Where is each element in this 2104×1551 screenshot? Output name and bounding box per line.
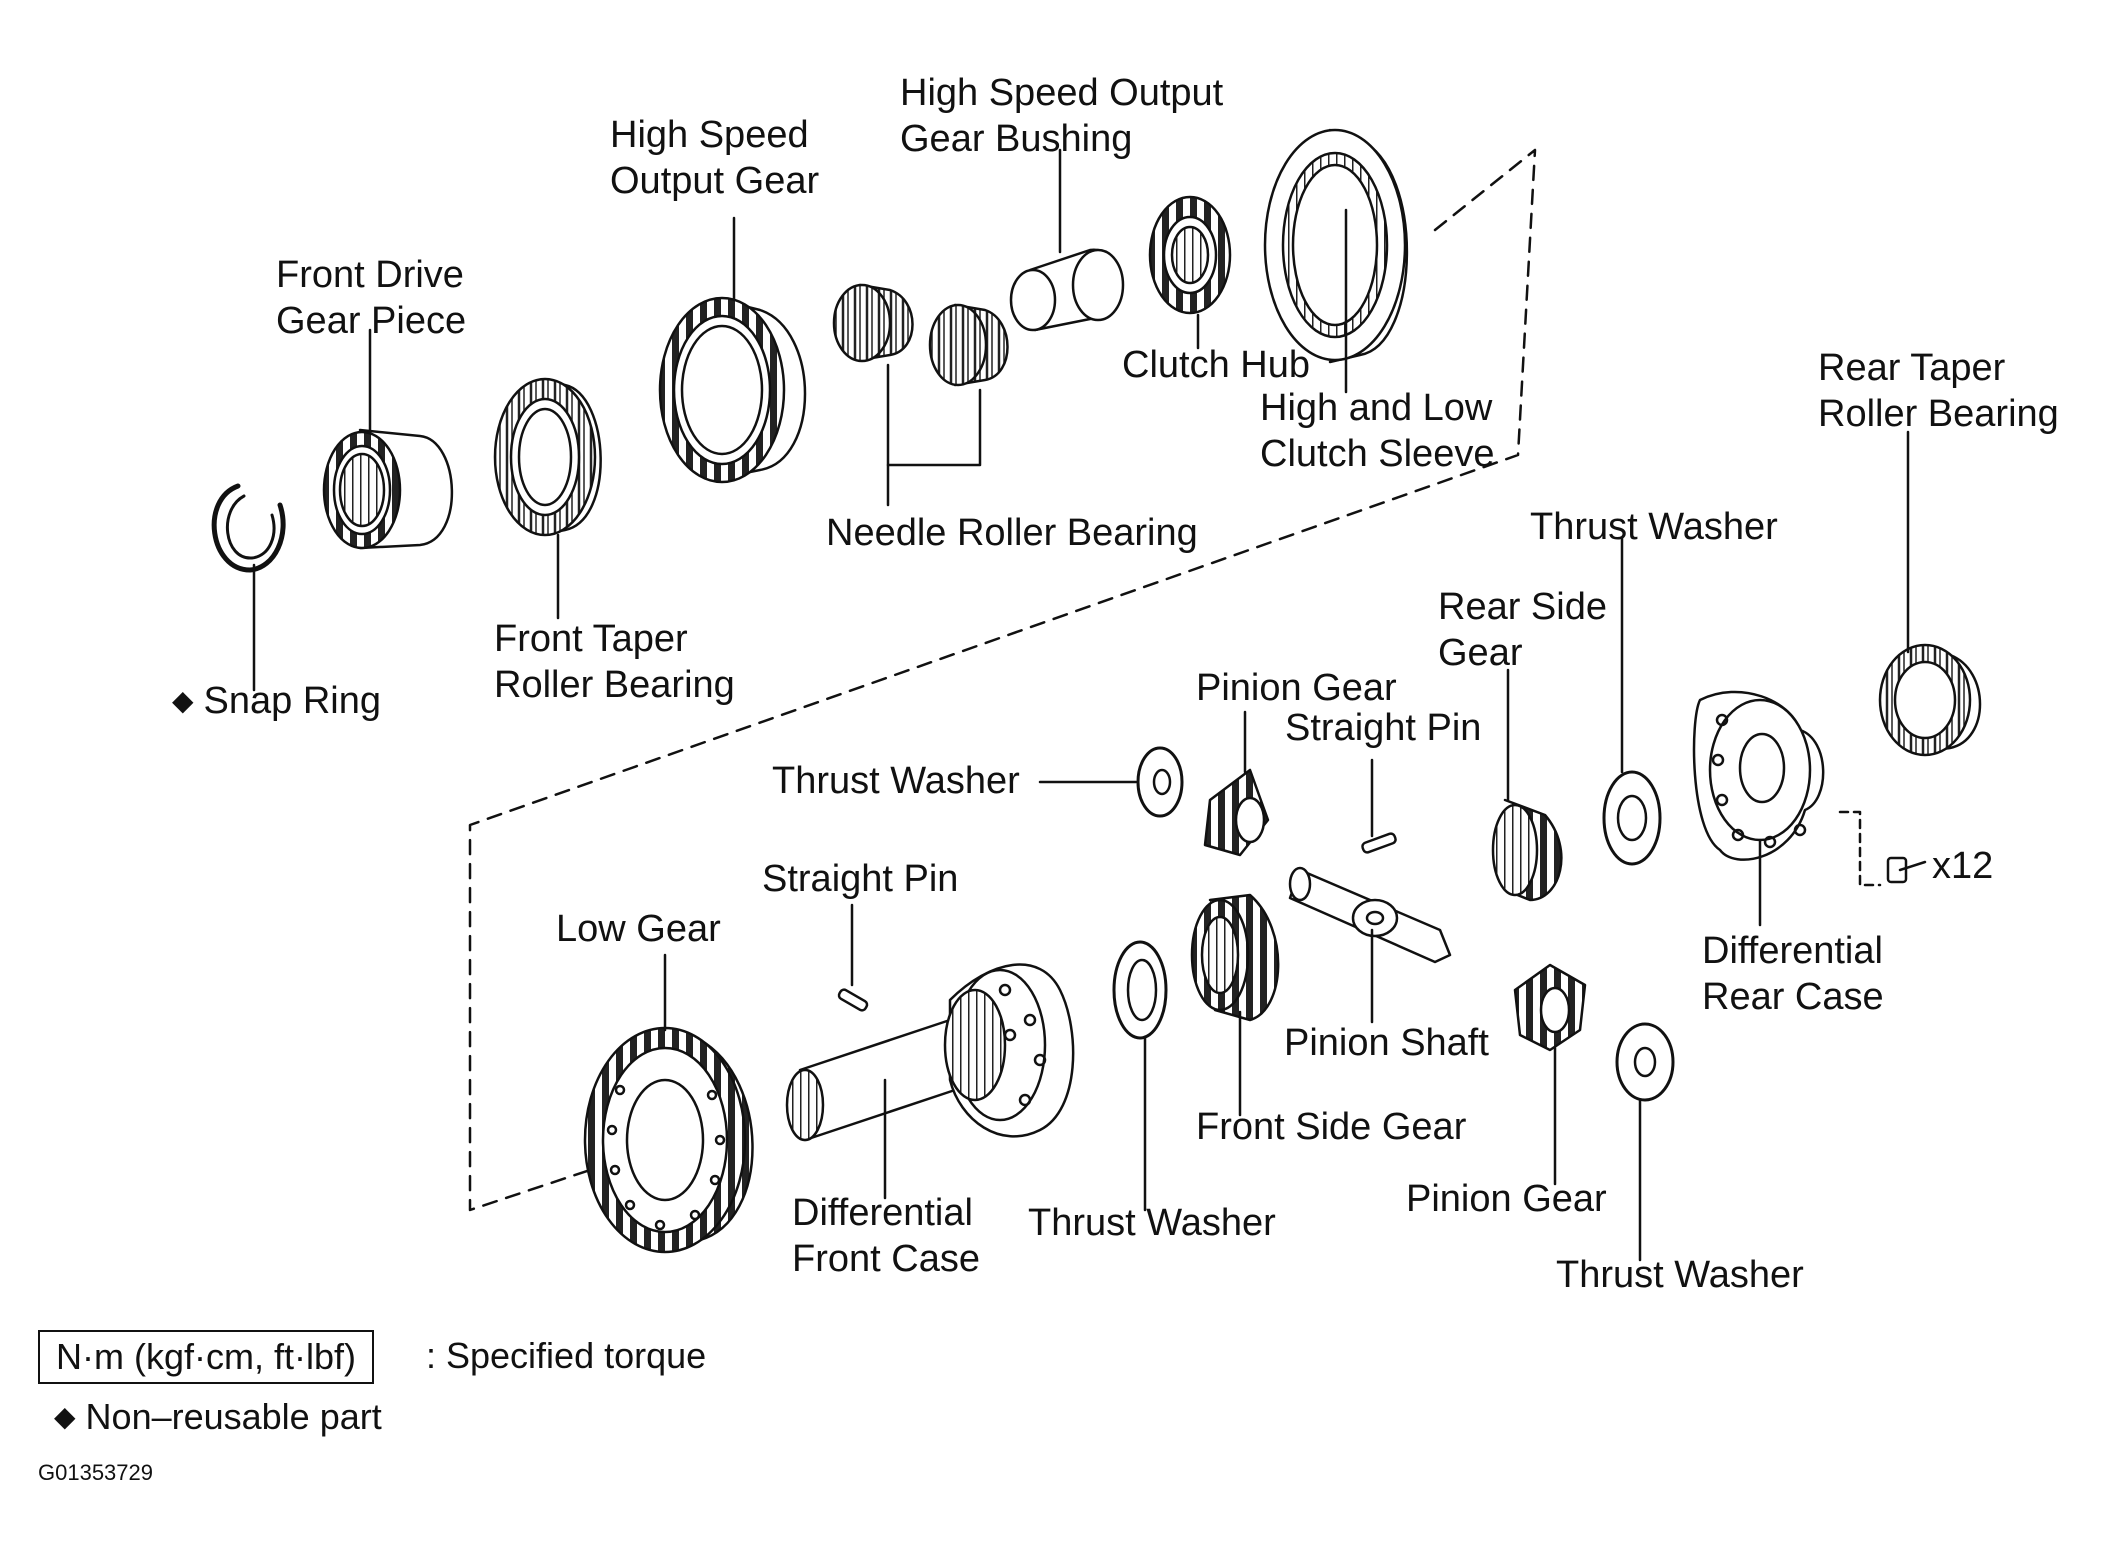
label-snap-ring: ◆Snap Ring (172, 680, 382, 722)
label-differential-front-case: Differential Front Case (792, 1192, 980, 1280)
differential-rear-case-part (1692, 690, 1825, 927)
label-front-drive-gear-piece: Front Drive Gear Piece (276, 254, 467, 342)
non-reusable-diamond-icon: ◆ (54, 1401, 76, 1432)
torque-legend-box: N·m (kgf·cm, ft·lbf) (38, 1330, 374, 1384)
label-thrust-washer-top-right: Thrust Washer (1530, 506, 1778, 548)
label-differential-rear-case: Differential Rear Case (1702, 930, 1884, 1018)
clutch-hub-part (1148, 195, 1232, 350)
label-thrust-washer-bottom-right: Thrust Washer (1556, 1254, 1804, 1296)
straight-pin-top-part (1361, 758, 1397, 854)
label-straight-pin-bottom: Straight Pin (762, 858, 959, 900)
thrust-washer-bottom-mid-part (1112, 940, 1168, 1212)
non-reusable-legend: ◆Non–reusable part (54, 1394, 382, 1440)
dashed-group-outline (468, 148, 1537, 1212)
high-speed-output-gear-part (658, 216, 807, 484)
torque-legend-text: : Specified torque (426, 1335, 707, 1376)
label-high-low-clutch-sleeve: High and Low Clutch Sleeve (1260, 387, 1495, 475)
pinion-gear-top-part (1203, 710, 1270, 857)
front-taper-roller-bearing-part (493, 377, 602, 620)
label-front-taper-roller-bearing: Front Taper Roller Bearing (494, 618, 735, 706)
thrust-washer-left-part (1038, 746, 1184, 818)
rear-side-gear-part (1491, 668, 1563, 902)
straight-pin-bottom-part (837, 903, 869, 1012)
non-reusable-diamond-icon: ◆ (172, 685, 194, 716)
label-bolt-count: x12 (1932, 845, 1994, 887)
low-gear-part (583, 953, 754, 1254)
figure-id: G01353729 (38, 1460, 153, 1485)
front-side-gear-part (1190, 893, 1280, 1117)
high-low-clutch-sleeve-part (1263, 128, 1409, 394)
thrust-washer-top-right-part (1602, 536, 1662, 866)
label-front-side-gear: Front Side Gear (1196, 1106, 1467, 1148)
pinion-gear-bottom-part (1513, 963, 1587, 1186)
label-pinion-gear-top: Pinion Gear (1196, 667, 1397, 709)
front-drive-gear-piece-part (322, 328, 454, 550)
high-speed-output-gear-bushing-part (1009, 148, 1125, 332)
thrust-washer-bottom-right-part (1615, 1022, 1675, 1262)
label-straight-pin-top: Straight Pin (1285, 707, 1482, 749)
label-rear-taper-roller-bearing: Rear Taper Roller Bearing (1818, 347, 2059, 435)
label-pinion-gear-bottom: Pinion Gear (1406, 1178, 1607, 1220)
snap-ring-part (211, 483, 286, 692)
label-thrust-washer-left: Thrust Washer (772, 760, 1020, 802)
label-high-speed-output-gear-bushing: High Speed Output Gear Bushing (900, 72, 1224, 160)
label-rear-side-gear: Rear Side Gear (1438, 586, 1607, 674)
needle-roller-bearing-part (832, 283, 1009, 507)
label-pinion-shaft: Pinion Shaft (1284, 1022, 1489, 1064)
bolt-part (1838, 810, 1927, 887)
pinion-shaft-part (1288, 866, 1452, 1024)
label-needle-roller-bearing: Needle Roller Bearing (826, 512, 1198, 554)
rear-taper-roller-bearing-part (1878, 430, 1982, 757)
label-high-speed-output-gear: High Speed Output Gear (610, 114, 820, 202)
differential-front-case-part (785, 963, 1075, 1200)
label-clutch-hub: Clutch Hub (1122, 344, 1310, 386)
label-thrust-washer-bottom-mid: Thrust Washer (1028, 1202, 1276, 1244)
label-low-gear: Low Gear (556, 908, 721, 950)
